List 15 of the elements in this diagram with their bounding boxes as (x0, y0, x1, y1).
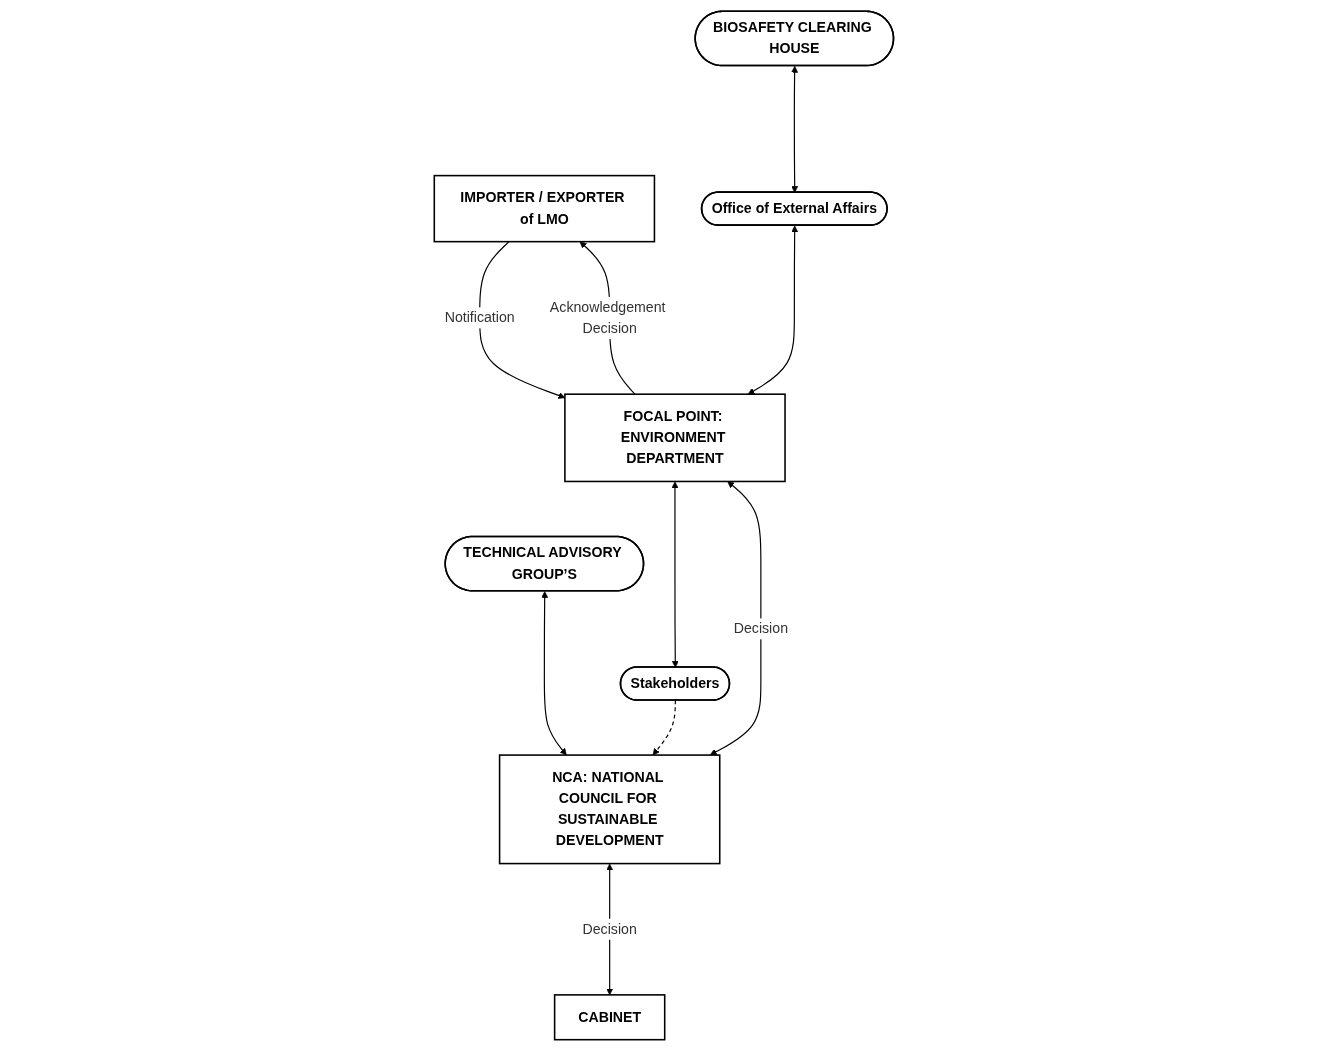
node-box: IMPORTER / EXPORTER of LMO (433, 174, 655, 243)
arrow (671, 481, 679, 668)
arrow (652, 699, 676, 756)
edge-label: Notification (444, 309, 515, 326)
node-box: CABINET (553, 994, 666, 1041)
node-box: NCA: NATIONAL COUNCIL FOR SUSTAINABLE DEVELOPMENT (498, 754, 721, 865)
edge-label: Decision (582, 920, 637, 937)
arrow (540, 591, 567, 756)
arrow (478, 241, 565, 399)
edge-label: Acknowledgement Decision (549, 299, 666, 337)
node-box: FOCAL POINT: ENVIRONMENT DEPARTMENT (563, 393, 786, 483)
edge-label: Decision (733, 620, 788, 637)
arrow (790, 65, 798, 193)
arrow (709, 481, 762, 756)
arrow (747, 225, 798, 395)
